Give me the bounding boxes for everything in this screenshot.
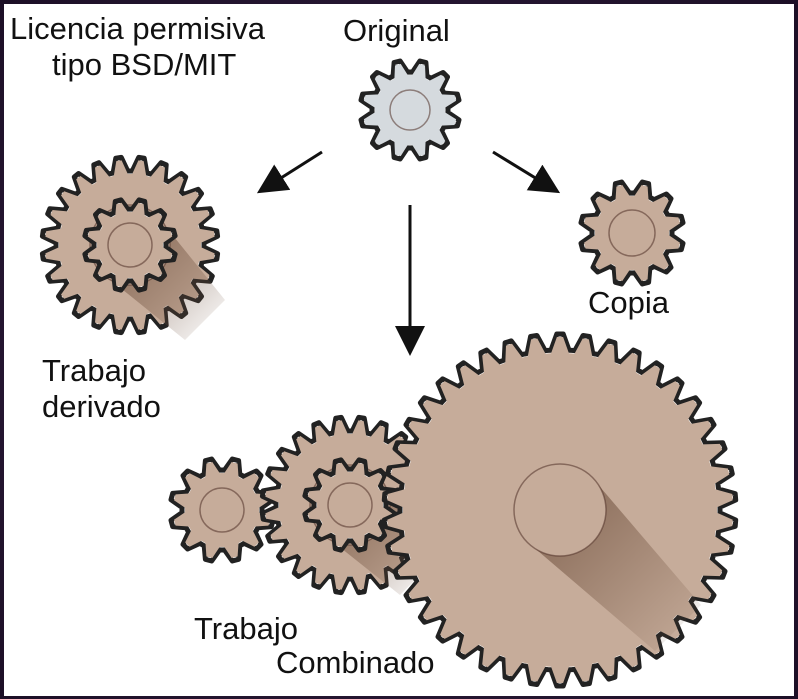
original-gear	[358, 58, 462, 162]
combined-label-line2: Combinado	[276, 645, 435, 680]
license-label-line1: Licencia permisiva	[10, 11, 265, 46]
combined-medium-inner-gear	[302, 457, 398, 553]
copy-gear	[578, 179, 686, 287]
arrow-to-copy	[492, 150, 561, 194]
copy-label: Copia	[588, 285, 669, 320]
combined-large-gear	[381, 331, 739, 689]
derived-label-line2: derivado	[42, 389, 161, 424]
original-label: Original	[343, 13, 450, 48]
combined-label-line1: Trabajo	[194, 611, 298, 646]
combined-small-gear	[168, 456, 276, 564]
arrow-to-derived	[256, 150, 323, 194]
license-label-line2: tipo BSD/MIT	[52, 47, 237, 82]
derived-inner-gear	[82, 197, 178, 293]
derived-label-line1: Trabajo	[42, 353, 146, 388]
